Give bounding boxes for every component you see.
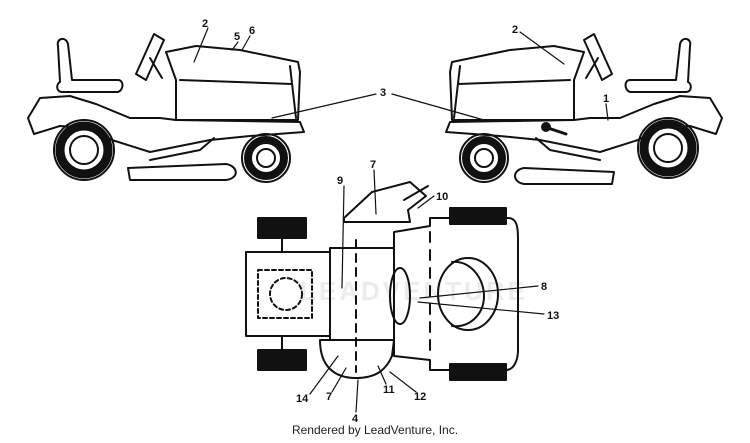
- leader-9: [341, 185, 345, 289]
- callout-numbers: 2 5 6 2 3 1 7 10 9 8 13 14 7 4 11 12: [202, 18, 609, 425]
- right-front-tire: [459, 133, 509, 183]
- callout-7-bottom: 7: [326, 391, 332, 403]
- top-seat-circle: [269, 277, 303, 311]
- top-seat-outline: [257, 269, 313, 319]
- top-grille-inner: [451, 260, 485, 328]
- left-rear-rim: [69, 135, 99, 165]
- right-deck-link: [535, 137, 601, 161]
- leader-lines: [193, 27, 609, 413]
- callout-9: 9: [337, 175, 343, 187]
- right-front-rim: [474, 148, 494, 168]
- left-steering-column: [149, 57, 163, 79]
- right-lift-knob: [541, 122, 551, 132]
- left-steering-wheel: [135, 33, 165, 81]
- top-view-tractor: [245, 181, 519, 381]
- render-credit: Rendered by LeadVenture, Inc.: [291, 423, 459, 437]
- callout-11: 11: [383, 384, 395, 396]
- leader-2-right: [519, 31, 565, 65]
- callout-2-right: 2: [512, 24, 518, 36]
- callout-8: 8: [541, 281, 547, 293]
- right-hood: [449, 45, 585, 121]
- left-rear-tire: [53, 119, 115, 181]
- top-deck-chute: [403, 185, 429, 201]
- left-front-tire: [241, 133, 291, 183]
- top-hood: [393, 217, 519, 371]
- callout-5: 5: [234, 31, 240, 43]
- left-front-tread: [244, 136, 288, 180]
- callout-3: 3: [380, 87, 386, 99]
- right-tractor-side-view: [445, 33, 723, 185]
- right-hood-grille: [453, 65, 461, 119]
- left-hood-grille: [289, 65, 297, 119]
- right-rear-tread: [639, 119, 697, 177]
- callout-10: 10: [436, 191, 448, 203]
- top-left-front-tire: [449, 207, 507, 225]
- leader-3-right: [391, 93, 485, 121]
- left-tractor-side-view: [27, 33, 305, 183]
- callout-6: 6: [249, 25, 255, 37]
- left-mower-deck: [127, 163, 237, 181]
- callout-2-left: 2: [202, 18, 208, 30]
- leader-13: [417, 301, 545, 315]
- leader-3-left: [271, 93, 377, 119]
- callout-12: 12: [414, 391, 426, 403]
- callout-1: 1: [603, 93, 609, 105]
- leader-7-top: [373, 169, 377, 215]
- right-rear-tire: [637, 117, 699, 179]
- leader-12: [389, 371, 417, 393]
- leader-7-bottom: [331, 367, 347, 393]
- leader-8: [419, 285, 539, 299]
- right-seat: [624, 38, 692, 93]
- leader-10: [417, 195, 435, 209]
- callout-13: 13: [547, 310, 559, 322]
- left-deck-link: [149, 137, 215, 161]
- right-steering-column: [585, 57, 599, 79]
- top-right-rear-tire: [257, 349, 307, 371]
- leader-2-left: [193, 27, 209, 63]
- top-left-rear-tire: [257, 217, 307, 239]
- callout-4: 4: [352, 413, 359, 425]
- top-steering-ellipse: [389, 267, 411, 325]
- left-hood-line: [179, 79, 293, 85]
- leader-5: [231, 41, 239, 51]
- right-front-tread: [462, 136, 506, 180]
- top-grille-oval: [437, 257, 499, 331]
- right-rear-rim: [653, 133, 683, 163]
- callout-14: 14: [296, 393, 309, 405]
- right-mower-deck: [514, 167, 615, 185]
- top-deck-top: [343, 181, 427, 223]
- right-lift-lever: [546, 126, 568, 136]
- left-seat: [56, 38, 124, 93]
- right-steering-wheel: [583, 33, 613, 81]
- top-right-front-tire: [449, 363, 507, 381]
- left-hood: [165, 45, 301, 121]
- leader-11: [377, 365, 387, 385]
- callout-7-top: 7: [370, 159, 376, 171]
- leader-1: [605, 103, 609, 121]
- leader-6: [241, 35, 251, 51]
- leader-4: [355, 379, 359, 413]
- left-front-rim: [256, 148, 276, 168]
- top-deck-bottom: [319, 339, 395, 379]
- right-hood-line: [457, 79, 571, 85]
- leader-14: [309, 355, 339, 395]
- left-rear-tread: [55, 121, 113, 179]
